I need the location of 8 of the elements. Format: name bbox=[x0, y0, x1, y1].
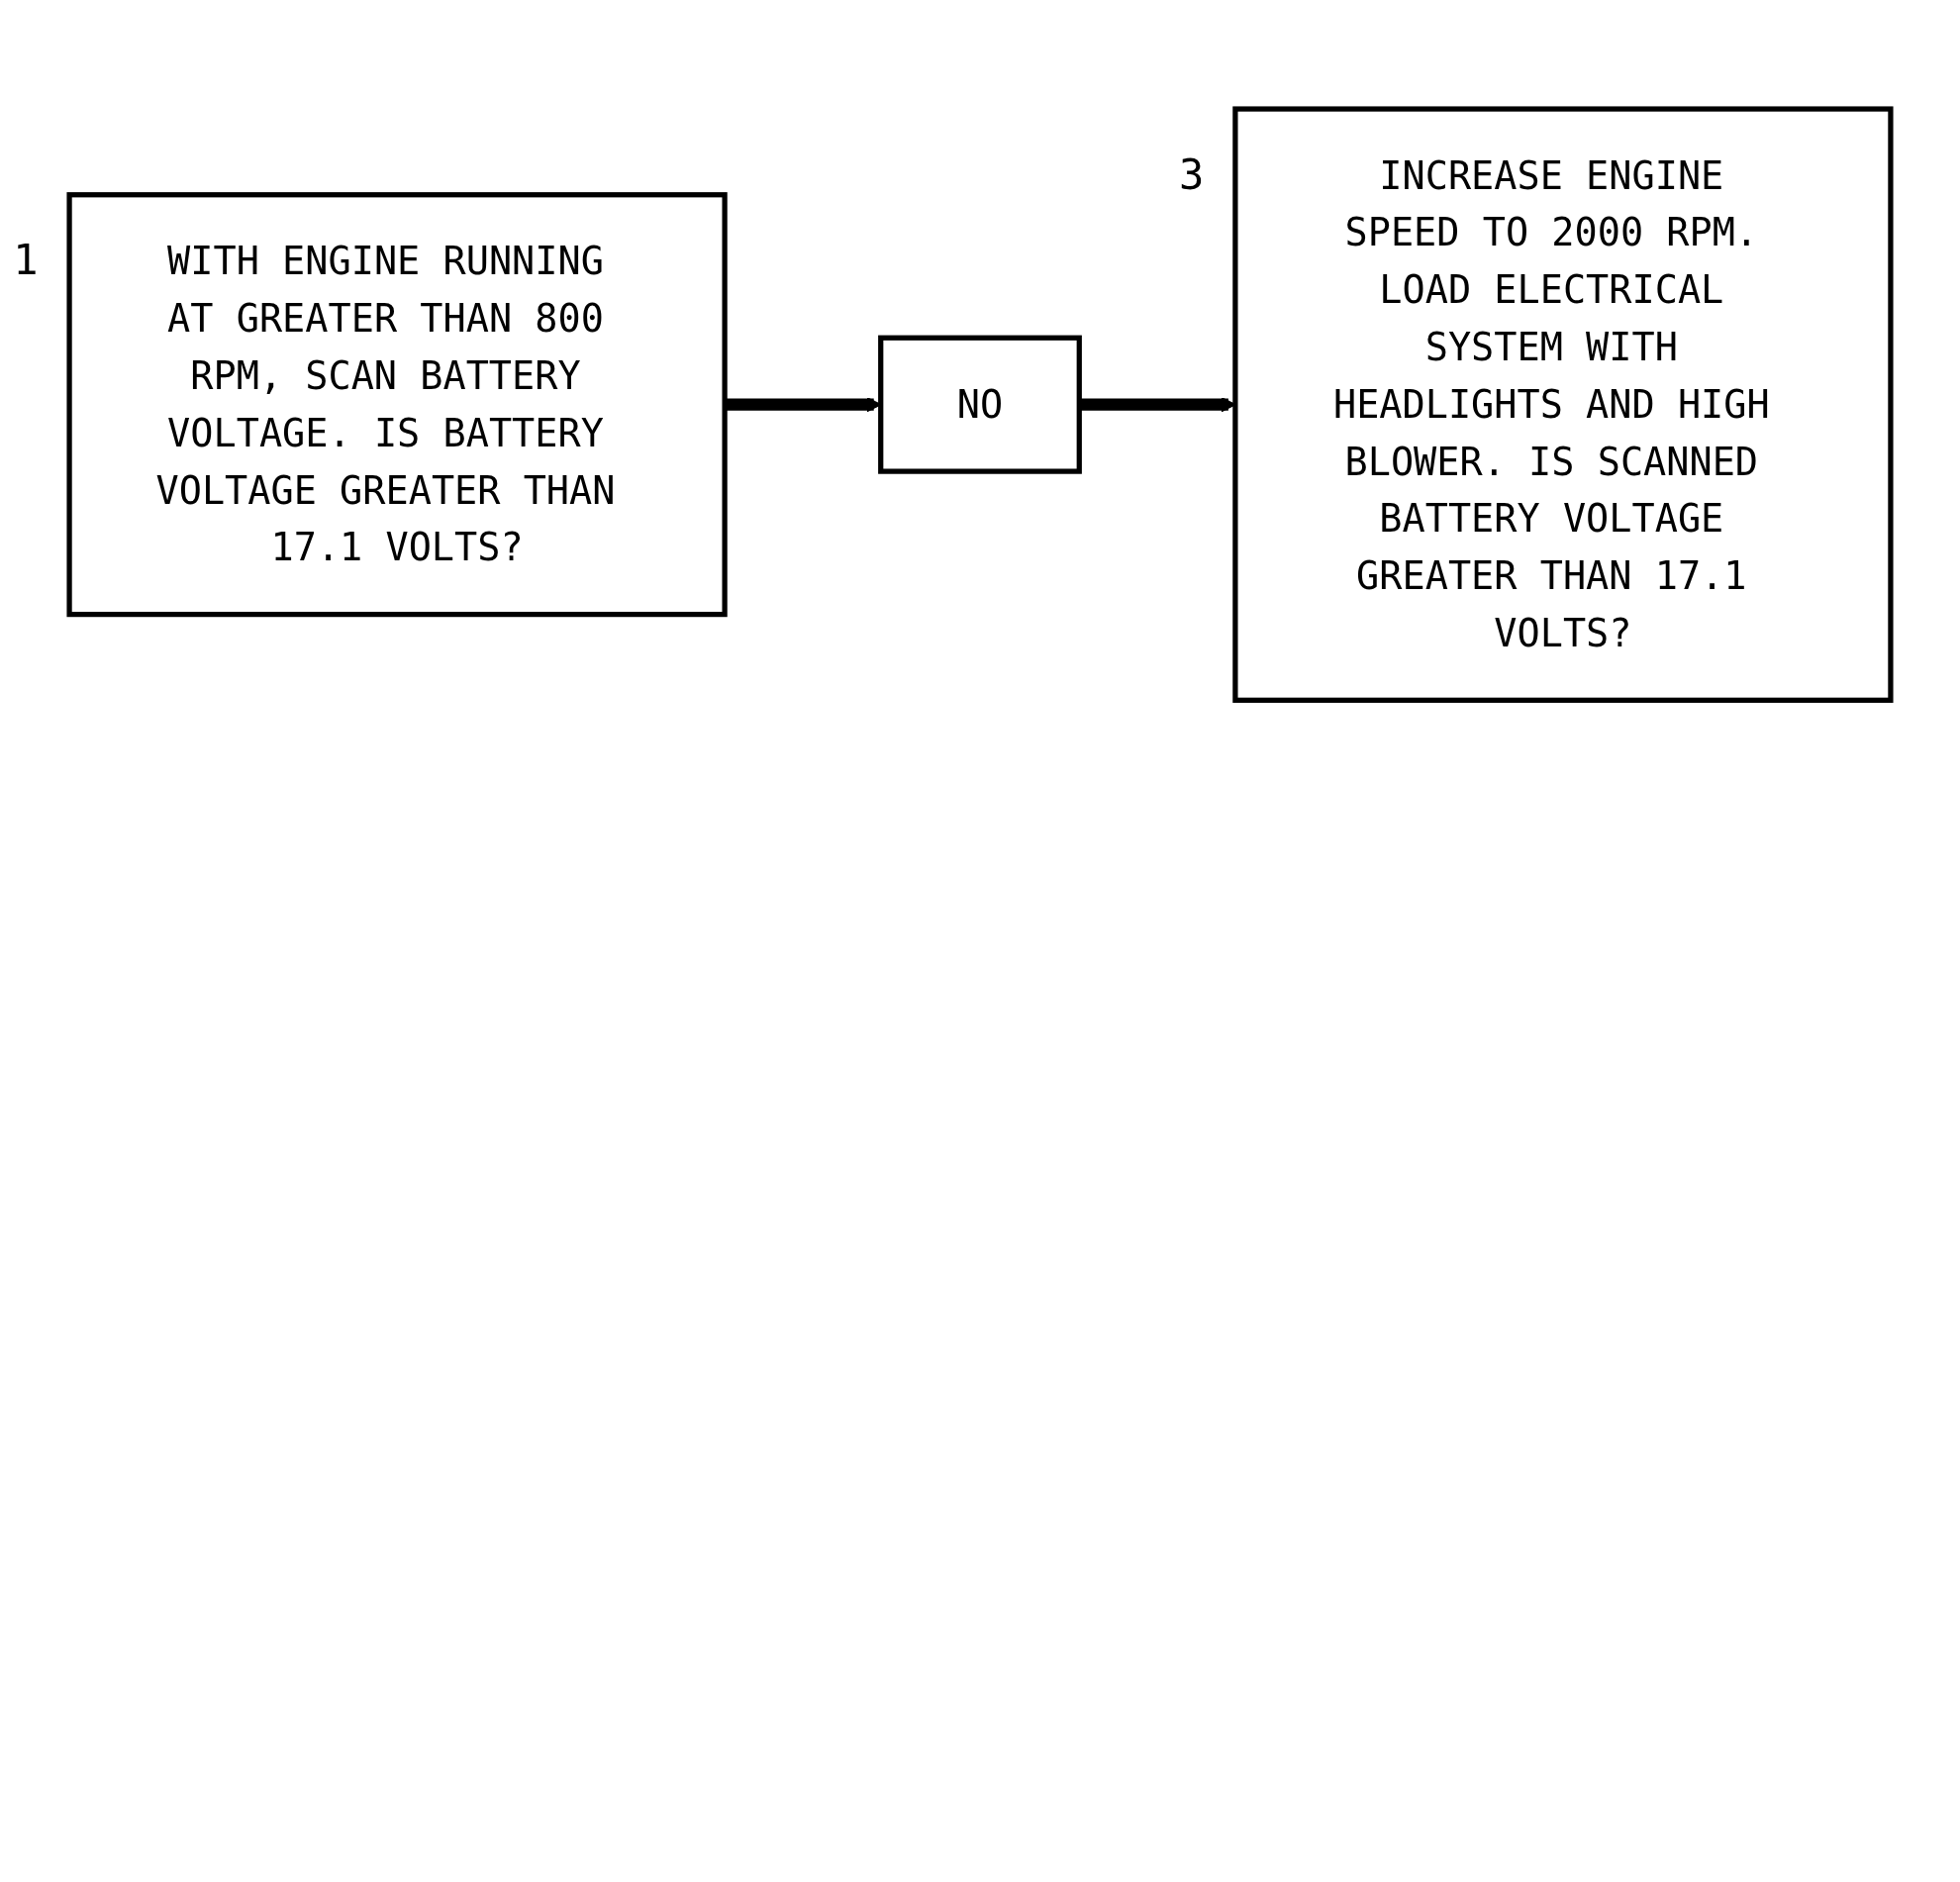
step-number: 1 bbox=[13, 236, 39, 285]
process-box bbox=[1232, 106, 1894, 703]
step-text: WITH ENGINE RUNNING AT GREATER THAN 800 RPM, SCAN BATTERY VOLTAGE. IS BATTERY VOLTAGE GREATER THAN 17.1 VOLTS? bbox=[155, 240, 616, 570]
step-number: 3 bbox=[1179, 149, 1205, 199]
step-text: NO bbox=[956, 382, 1004, 427]
process-box bbox=[66, 192, 728, 618]
step-text: INCREASE ENGINE SPEED TO 2000 RPM. LOAD ELECTRICAL SYSTEM WITH HEADLIGHTS AND HIGH BLOWER. IS SCANNED BATTERY VOLTAGE GREATER THAN 17.1 VOLTS? bbox=[1332, 153, 1770, 655]
process-box bbox=[878, 335, 1082, 474]
